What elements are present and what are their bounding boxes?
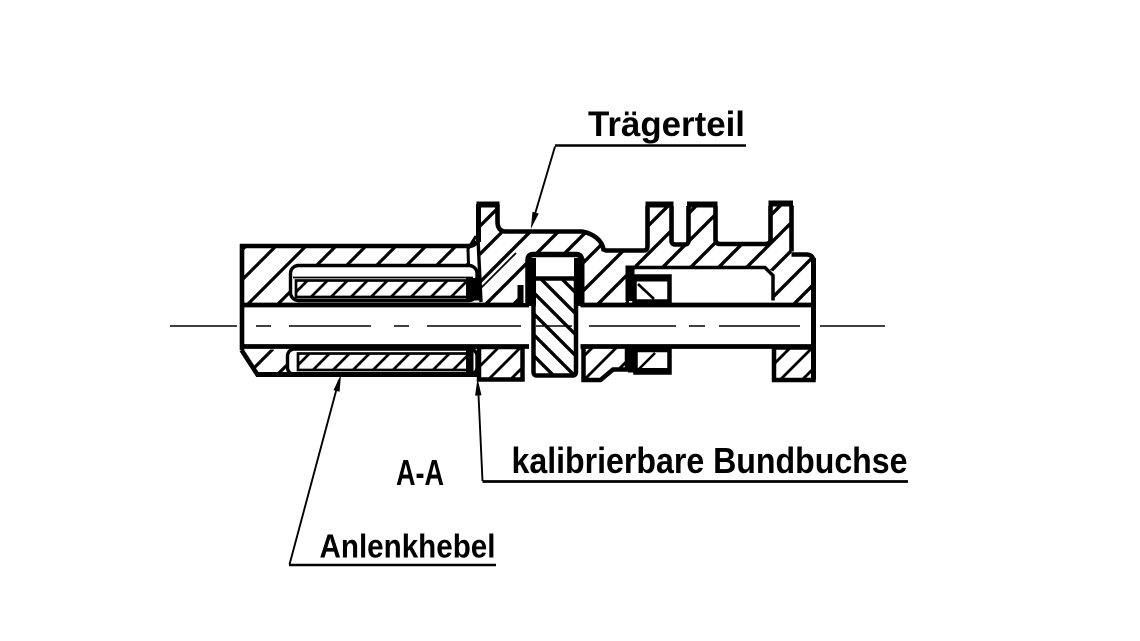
- svg-text:kalibrierbare Bundbuchse: kalibrierbare Bundbuchse: [512, 440, 908, 481]
- svg-text:Anlenkhebel: Anlenkhebel: [320, 528, 496, 565]
- svg-text:Trägerteil: Trägerteil: [588, 105, 745, 144]
- svg-text:A-A: A-A: [396, 452, 444, 493]
